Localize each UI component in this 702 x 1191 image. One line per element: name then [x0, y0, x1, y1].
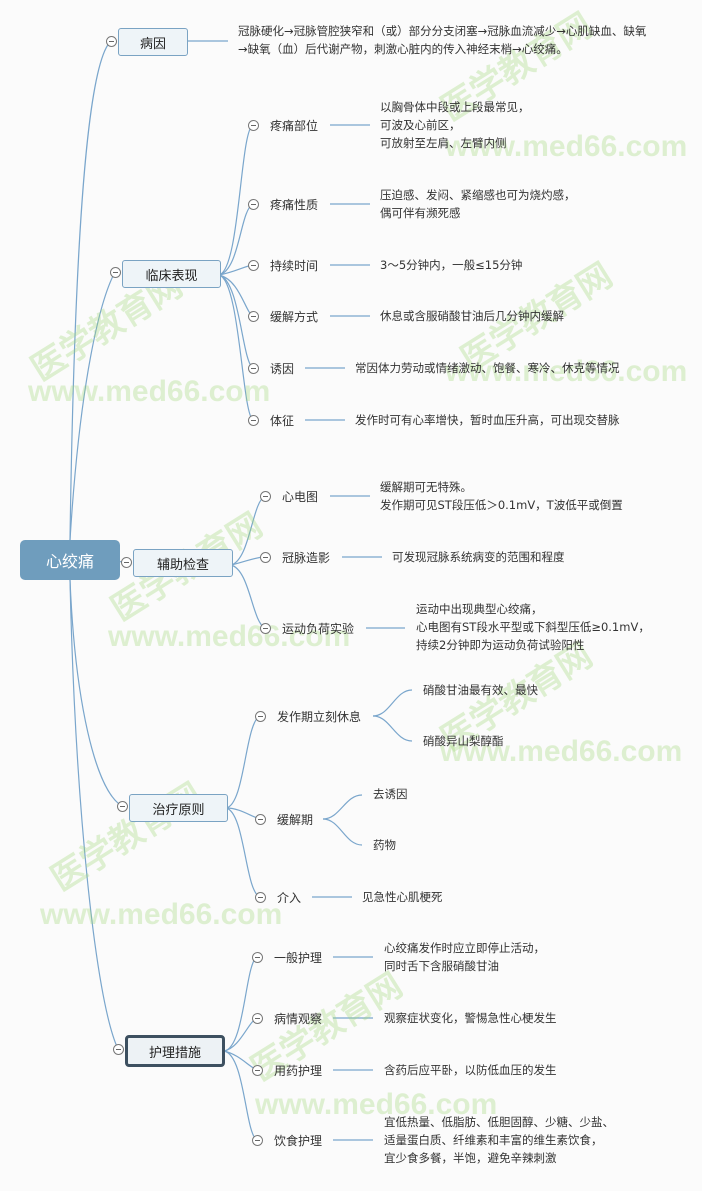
- cause-detail: 冠脉硬化→冠脉管腔狭窄和（或）部分分支闭塞→冠脉血流减少→心肌缺血、缺氧 →缺氧…: [238, 22, 646, 58]
- detail-line: 以胸骨体中段或上段最常见，: [380, 100, 530, 114]
- detail: 心绞痛发作时应立即停止活动， 同时舌下含服硝酸甘油: [384, 939, 545, 975]
- detail: 硝酸甘油最有效、最快: [423, 683, 538, 697]
- detail-line: 宜少食多餐，半饱，避免辛辣刺激: [384, 1151, 557, 1165]
- detail-line: 可波及心前区，: [380, 118, 461, 132]
- collapse-icon[interactable]: [260, 623, 271, 634]
- subtopic-ecg[interactable]: 心电图: [282, 490, 319, 504]
- detail-line: 心绞痛发作时应立即停止活动，: [384, 941, 545, 955]
- collapse-icon[interactable]: [248, 363, 259, 374]
- detail-line: 发作期可见ST段压低＞0.1mV，T波低平或倒置: [380, 498, 623, 512]
- detail: 去诱因: [373, 787, 408, 801]
- detail: 硝酸异山梨醇酯: [423, 734, 504, 748]
- detail-line: →缺氧（血）后代谢产物，刺激心脏内的传入神经末梢→心绞痛。: [238, 42, 568, 56]
- collapse-icon[interactable]: [252, 1065, 263, 1076]
- detail: 含药后应平卧，以防低血压的发生: [384, 1063, 557, 1077]
- collapse-icon[interactable]: [248, 311, 259, 322]
- topic-treatment[interactable]: 治疗原则: [129, 794, 228, 822]
- subtopic-signs[interactable]: 体征: [270, 414, 295, 428]
- subtopic-attack-rest[interactable]: 发作期立刻休息: [277, 710, 362, 724]
- detail-line: 宜低热量、低脂肪、低胆固醇、少糖、少盐、: [384, 1115, 614, 1129]
- topic-clinical[interactable]: 临床表现: [122, 260, 221, 288]
- collapse-icon[interactable]: [248, 120, 259, 131]
- detail: 宜低热量、低脂肪、低胆固醇、少糖、少盐、 适量蛋白质、纤维素和丰富的维生素饮食，…: [384, 1113, 614, 1167]
- collapse-icon[interactable]: [260, 491, 271, 502]
- subtopic-relief[interactable]: 缓解方式: [270, 310, 319, 324]
- detail-line: 同时舌下含服硝酸甘油: [384, 959, 499, 973]
- collapse-icon[interactable]: [248, 415, 259, 426]
- topic-label: 辅助检查: [156, 557, 209, 573]
- detail-line: 心电图有ST段水平型或下斜型压低≥0.1mV，: [416, 620, 650, 634]
- subtopic-pain-location[interactable]: 疼痛部位: [270, 119, 319, 133]
- subtopic-duration[interactable]: 持续时间: [270, 259, 319, 273]
- detail: 3～5分钟内，一般≤15分钟: [380, 258, 523, 272]
- topic-label: 护理措施: [148, 1045, 201, 1061]
- collapse-icon[interactable]: [252, 1135, 263, 1146]
- collapse-icon[interactable]: [113, 1044, 124, 1055]
- collapse-icon[interactable]: [248, 260, 259, 271]
- collapse-icon[interactable]: [110, 267, 121, 278]
- detail-line: 偶可伴有濒死感: [380, 206, 461, 220]
- subtopic-medication[interactable]: 用药护理: [274, 1064, 323, 1078]
- topic-cause[interactable]: 病因: [118, 28, 188, 56]
- root-label: 心绞痛: [45, 552, 94, 571]
- subtopic-observation[interactable]: 病情观察: [274, 1012, 323, 1026]
- detail-line: 缓解期可无特殊。: [380, 480, 472, 494]
- detail-line: 适量蛋白质、纤维素和丰富的维生素饮食，: [384, 1133, 603, 1147]
- topic-exam[interactable]: 辅助检查: [133, 549, 233, 577]
- subtopic-pain-nature[interactable]: 疼痛性质: [270, 198, 319, 212]
- topic-nursing[interactable]: 护理措施: [125, 1035, 225, 1067]
- collapse-icon[interactable]: [106, 36, 117, 47]
- detail: 运动中出现典型心绞痛， 心电图有ST段水平型或下斜型压低≥0.1mV， 持续2分…: [416, 600, 650, 654]
- topic-label: 治疗原则: [152, 802, 205, 818]
- subtopic-diet[interactable]: 饮食护理: [274, 1134, 323, 1148]
- subtopic-intervention[interactable]: 介入: [277, 891, 302, 905]
- collapse-icon[interactable]: [255, 711, 266, 722]
- subtopic-trigger[interactable]: 诱因: [270, 362, 295, 376]
- detail: 发作时可有心率增快，暂时血压升高，可出现交替脉: [355, 413, 620, 427]
- subtopic-remission[interactable]: 缓解期: [277, 813, 314, 827]
- detail: 常因体力劳动或情绪激动、饱餐、寒冷、休克等情况: [355, 361, 620, 375]
- detail: 观察症状变化，警惕急性心梗发生: [384, 1011, 557, 1025]
- subtopic-general-care[interactable]: 一般护理: [274, 951, 323, 965]
- detail: 压迫感、发闷、紧缩感也可为烧灼感， 偶可伴有濒死感: [380, 186, 576, 222]
- root-topic[interactable]: 心绞痛: [20, 540, 120, 580]
- detail-line: 可放射至左肩、左臂内侧: [380, 136, 507, 150]
- collapse-icon[interactable]: [260, 552, 271, 563]
- subtopic-stress-test[interactable]: 运动负荷实验: [282, 622, 355, 636]
- detail: 休息或含服硝酸甘油后几分钟内缓解: [380, 309, 564, 323]
- collapse-icon[interactable]: [248, 199, 259, 210]
- collapse-icon[interactable]: [121, 557, 132, 568]
- detail-line: 冠脉硬化→冠脉管腔狭窄和（或）部分分支闭塞→冠脉血流减少→心肌缺血、缺氧: [238, 24, 647, 38]
- detail: 以胸骨体中段或上段最常见， 可波及心前区， 可放射至左肩、左臂内侧: [380, 98, 530, 152]
- collapse-icon[interactable]: [255, 814, 266, 825]
- collapse-icon[interactable]: [252, 952, 263, 963]
- detail: 药物: [373, 838, 396, 852]
- topic-label: 病因: [139, 36, 166, 52]
- detail: 缓解期可无特殊。 发作期可见ST段压低＞0.1mV，T波低平或倒置: [380, 478, 623, 514]
- detail: 见急性心肌梗死: [362, 890, 443, 904]
- detail-line: 运动中出现典型心绞痛，: [416, 602, 543, 616]
- detail-line: 持续2分钟即为运动负荷试验阳性: [416, 638, 585, 652]
- detail-line: 压迫感、发闷、紧缩感也可为烧灼感，: [380, 188, 576, 202]
- collapse-icon[interactable]: [117, 801, 128, 812]
- collapse-icon[interactable]: [255, 892, 266, 903]
- topic-label: 临床表现: [145, 268, 198, 284]
- collapse-icon[interactable]: [252, 1013, 263, 1024]
- subtopic-angiography[interactable]: 冠脉造影: [282, 551, 331, 565]
- detail: 可发现冠脉系统病变的范围和程度: [392, 550, 565, 564]
